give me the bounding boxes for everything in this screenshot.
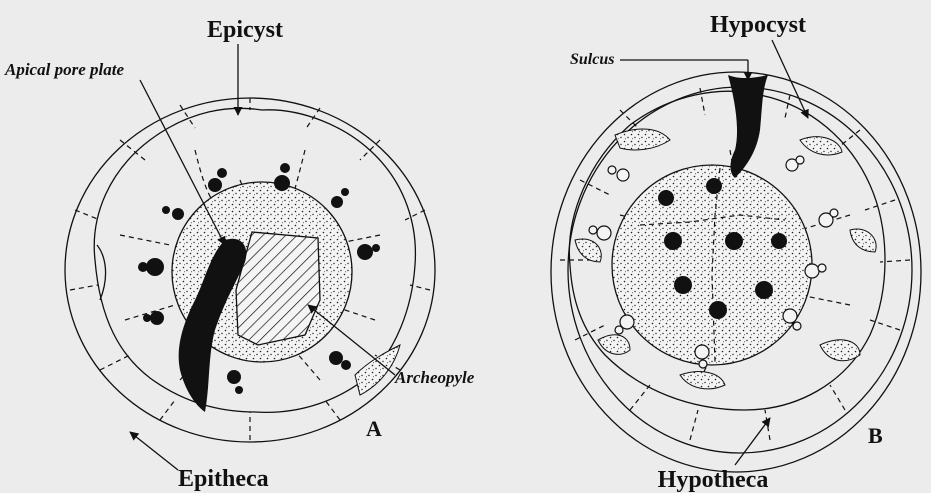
archeopyle-area <box>236 232 320 345</box>
label-epicyst: Epicyst <box>207 17 283 43</box>
label-sulcus: Sulcus <box>570 51 614 68</box>
label-apical-pore-plate: Apical pore plate <box>4 60 124 79</box>
label-epitheca: Epitheca <box>178 466 269 492</box>
central-body-b <box>612 165 812 365</box>
label-hypotheca: Hypotheca <box>658 467 769 493</box>
panel-letter-a: A <box>366 416 382 441</box>
label-hypocyst: Hypocyst <box>710 12 806 38</box>
panel-a: Epicyst Apical pore plate Archeopyle Epi… <box>4 17 475 492</box>
label-archeopyle: Archeopyle <box>394 368 475 387</box>
sulcus-black-region <box>728 75 768 178</box>
panel-b: Hypocyst Sulcus Hypotheca B <box>551 12 921 493</box>
panel-letter-b: B <box>868 423 883 448</box>
